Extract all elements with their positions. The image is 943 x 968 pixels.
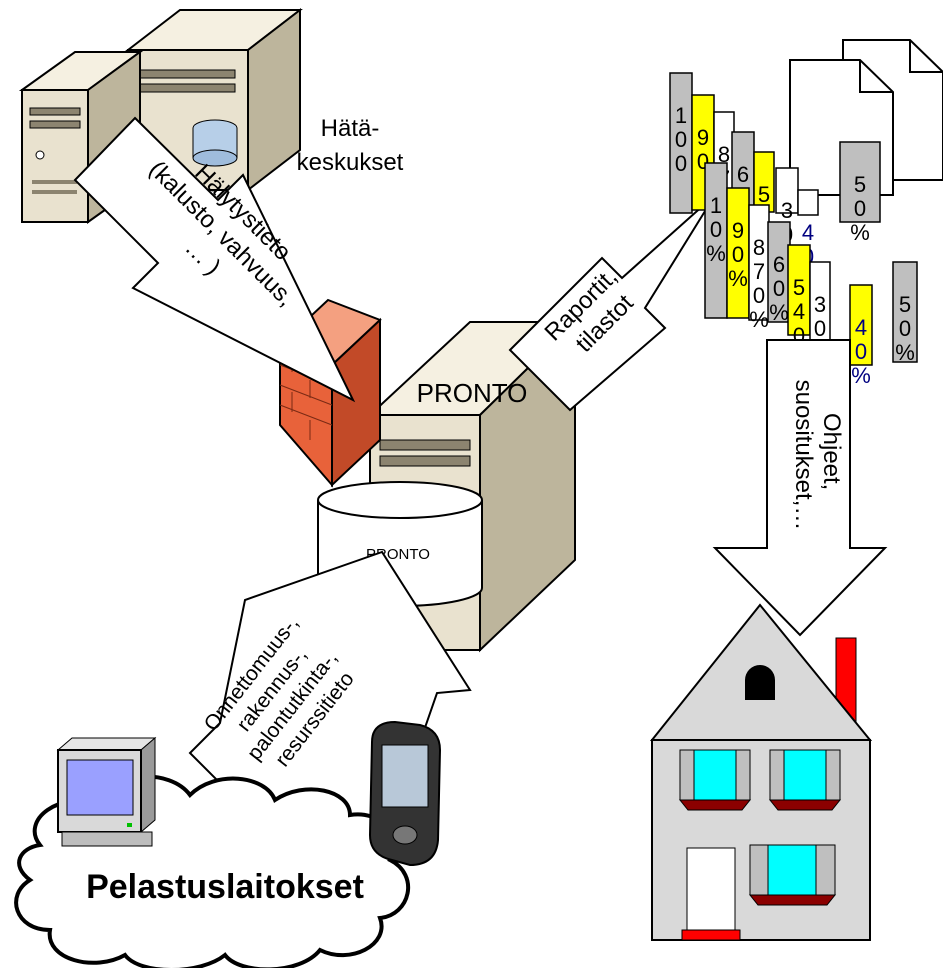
mobile-device-icon <box>368 720 442 867</box>
svg-text:Ohjeet, suositukset,…: Ohjeet, suositukset,… <box>790 380 845 531</box>
house-window-1 <box>678 749 752 811</box>
ohjeet-line1: Ohjeet, <box>818 413 845 490</box>
raportit-arrow: Raportit, tilastot <box>508 194 716 412</box>
ohjeet-arrow: Ohjeet, suositukset,… <box>712 339 888 637</box>
house-window-3 <box>748 844 837 906</box>
pronto-server-label: PRONTO <box>417 378 528 408</box>
computer-icon <box>56 736 157 847</box>
emergency-centers-label-line2: keskukset <box>297 149 404 176</box>
onnettomuus-arrow: Onnettomuus-, rakennus-, palontutkinta-,… <box>188 550 472 917</box>
emergency-centers-label-line1: Hätä- <box>321 115 380 142</box>
house-window-2 <box>768 749 842 811</box>
pronto-database-icon <box>317 481 483 607</box>
house-icon <box>649 603 873 941</box>
pelastuslaitokset-label: Pelastuslaitokset <box>86 868 364 906</box>
emergency-center-servers-icon <box>18 7 303 224</box>
ohjeet-line2: suositukset,… <box>790 380 817 531</box>
